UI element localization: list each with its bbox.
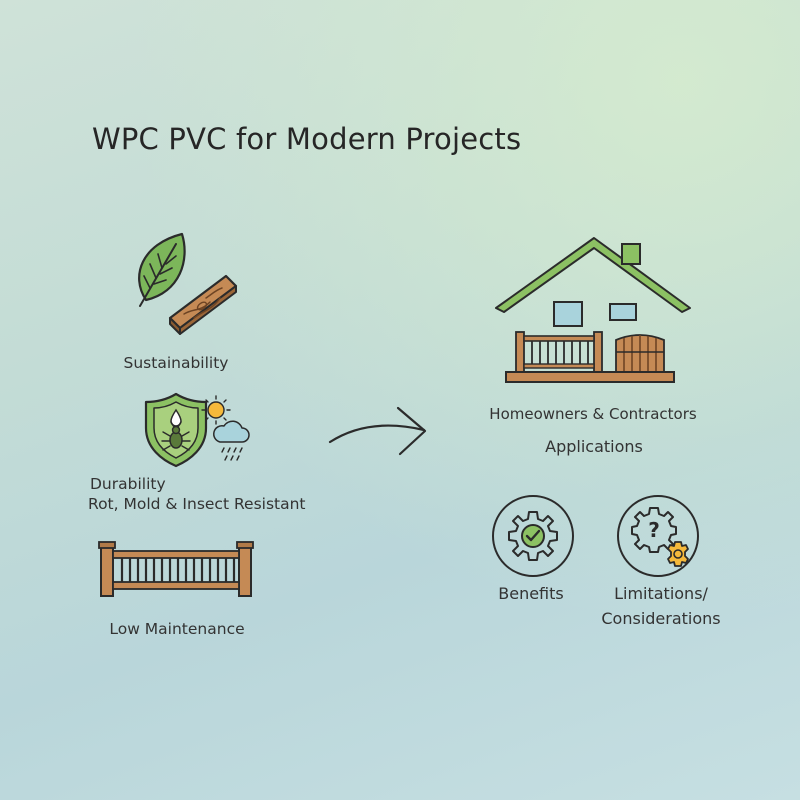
limitations-label-line2: Considerations bbox=[601, 609, 721, 628]
svg-text:?: ? bbox=[648, 518, 660, 542]
durability-label: Durability bbox=[90, 475, 166, 493]
durability-sublabel: Rot, Mold & Insect Resistant bbox=[88, 495, 306, 513]
page-title: WPC PVC for Modern Projects bbox=[92, 122, 522, 156]
benefits-gear-check-icon bbox=[491, 494, 575, 578]
durability-icon bbox=[142, 390, 254, 468]
benefits-label: Benefits bbox=[498, 584, 564, 603]
sustainability-label: Sustainability bbox=[123, 354, 229, 372]
low-maintenance-label: Low Maintenance bbox=[109, 620, 245, 638]
homeowners-contractors-label: Homeowners & Contractors bbox=[489, 405, 697, 423]
limitations-gear-question-icon: ? bbox=[616, 494, 700, 578]
sustainability-icon bbox=[128, 230, 240, 340]
railing-icon bbox=[98, 538, 256, 598]
applications-label: Applications bbox=[545, 437, 643, 456]
limitations-label-line1: Limitations/ bbox=[614, 584, 708, 603]
house-icon bbox=[492, 232, 696, 388]
arrow-right-icon bbox=[328, 404, 432, 460]
